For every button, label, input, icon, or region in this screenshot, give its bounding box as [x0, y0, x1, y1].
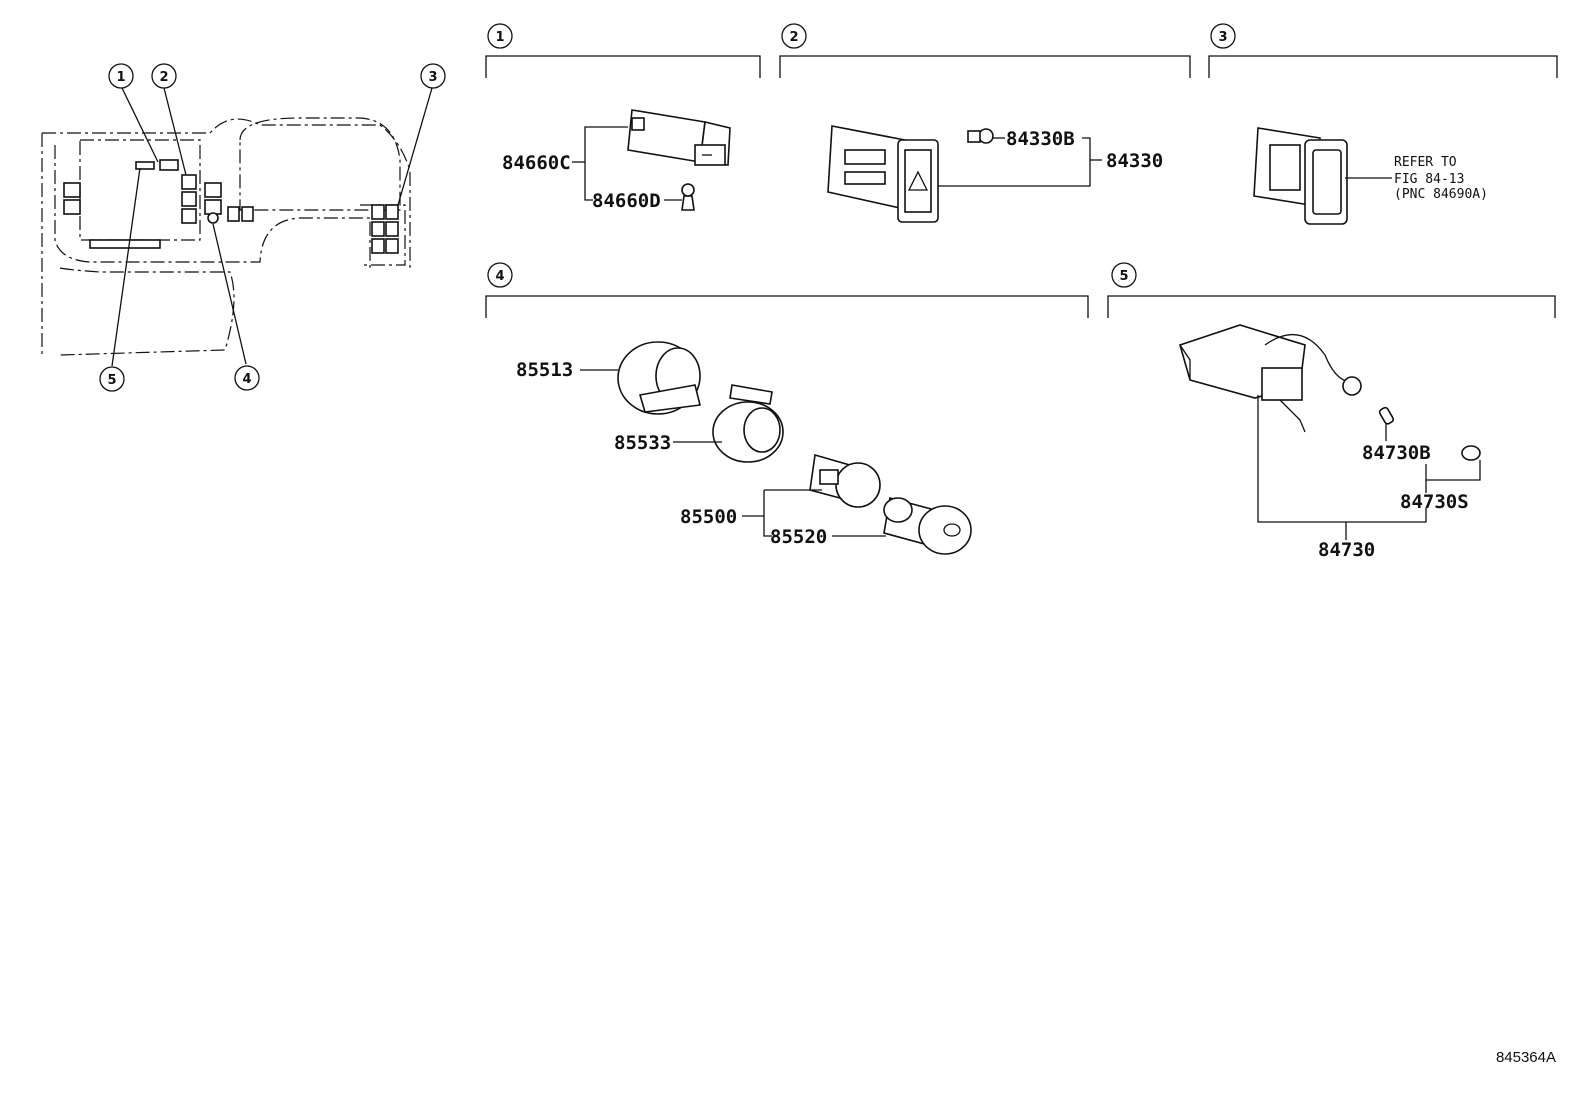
hazard-triangle-icon	[907, 170, 929, 191]
overview-callout-1: 1	[108, 63, 134, 89]
ring-85513-drawing	[617, 341, 701, 415]
svg-text:1: 1	[116, 70, 125, 85]
switch-84660c-drawing	[627, 109, 731, 166]
section-5: 5 84730B 84730S 84730	[1107, 262, 1556, 561]
overview-callout-4: 4	[234, 365, 260, 391]
cigarette-lighter-icon	[943, 523, 961, 537]
part-84660c: 84660C	[502, 152, 571, 174]
svg-text:4: 4	[242, 372, 251, 387]
part-84330: 84330	[1106, 150, 1163, 172]
part-85513: 85513	[516, 359, 573, 381]
section-2-number: 2	[789, 30, 798, 45]
part-84730: 84730	[1318, 539, 1375, 561]
section-5-number: 5	[1119, 269, 1128, 284]
part-84330b: 84330B	[1006, 128, 1075, 150]
section-1-number: 1	[495, 30, 504, 45]
part-84730b: 84730B	[1362, 442, 1431, 464]
section-3-number: 3	[1218, 30, 1227, 45]
bulb-84330b-drawing	[967, 128, 994, 144]
part-85520: 85520	[770, 526, 827, 548]
part-84730s: 84730S	[1400, 491, 1469, 513]
hazard-switch-drawing	[827, 125, 939, 223]
sleeve-85533-drawing	[712, 384, 784, 463]
lighter-85520-drawing	[883, 497, 972, 555]
overview-callout-2: 2	[151, 63, 177, 89]
refer-note-line-1: REFER TO	[1394, 155, 1457, 170]
bulb-84730b-drawing	[1378, 406, 1395, 425]
svg-text:3: 3	[428, 70, 437, 85]
svg-text:5: 5	[107, 373, 116, 388]
section-2: 2 84330B 84330	[779, 23, 1191, 223]
socket-85500-drawing	[809, 453, 881, 508]
part-85500: 85500	[680, 506, 737, 528]
overview-callout-3: 3	[420, 63, 446, 89]
section-4-number: 4	[495, 269, 504, 284]
section-4: 4 85513 85533 85500	[485, 262, 1089, 555]
socket-84730s-drawing	[1461, 445, 1481, 461]
svg-text:2: 2	[159, 70, 168, 85]
section-3: 3 REFER TO FIG 84-13 (PNC 84690A)	[1208, 23, 1558, 225]
blank-switch-drawing	[1253, 127, 1348, 225]
dashboard-overview: 1 2 3 4 5	[41, 63, 446, 392]
figure-id: 845364A	[1496, 1049, 1556, 1066]
part-85533: 85533	[614, 432, 671, 454]
overview-callout-5: 5	[99, 366, 125, 392]
refer-note-line-2: FIG 84-13	[1394, 172, 1464, 187]
section-1: 1 84660C 84660D	[485, 23, 761, 212]
part-84660d: 84660D	[592, 190, 661, 212]
lamp-assembly-84730-drawing	[1179, 324, 1362, 433]
refer-note-line-3: (PNC 84690A)	[1394, 187, 1488, 202]
